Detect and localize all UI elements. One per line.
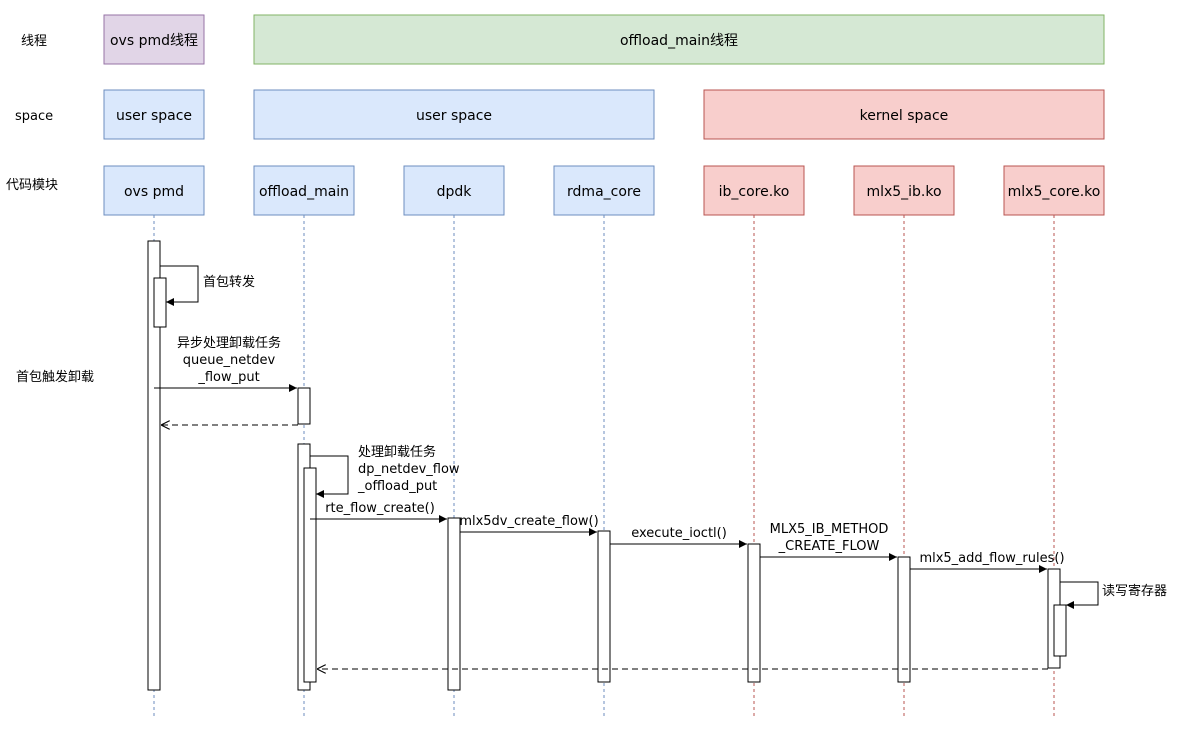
- space-box-kernel: kernel space: [703, 89, 1105, 140]
- activation-ovs-pmd: [147, 240, 161, 691]
- msg-add-flow-rules: mlx5_add_flow_rules(): [919, 551, 1064, 566]
- module-box-dpdk: dpdk: [403, 165, 505, 216]
- activation-mlx5-ib: [897, 556, 911, 683]
- module-label-ib-core: ib_core.ko: [719, 184, 790, 200]
- module-box-offload-main: offload_main: [253, 165, 355, 216]
- activation-rdma-core: [597, 530, 611, 683]
- msg-execute-ioctl: execute_ioctl(): [631, 526, 727, 541]
- row-label-thread: 线程: [21, 34, 47, 49]
- msg-process-task: 处理卸载任务: [358, 444, 436, 460]
- msg-ib-method-line2: _CREATE_FLOW: [778, 539, 880, 554]
- space-label-user: user space: [416, 108, 492, 124]
- activation-dpdk: [447, 517, 461, 691]
- module-label-mlx5-core: mlx5_core.ko: [1008, 184, 1101, 200]
- module-label-rdma-core: rdma_core: [567, 184, 641, 200]
- activation-mlx5-core-nested: [1053, 604, 1067, 657]
- msg-first-packet-forward: 首包转发: [203, 274, 255, 290]
- activation-ovs-pmd-nested: [153, 277, 167, 328]
- space-box-pmd-user: user space: [103, 89, 205, 140]
- self-call-process-task: [310, 455, 349, 498]
- msg-mlx5dv-create-flow: mlx5dv_create_flow(): [459, 514, 598, 529]
- row-label-space: space: [15, 109, 53, 124]
- msg-rw-registers: 读写寄存器: [1102, 583, 1167, 599]
- module-box-mlx5-ib: mlx5_ib.ko: [853, 165, 955, 216]
- thread-label-pmd: ovs pmd线程: [110, 33, 198, 49]
- space-label-kernel: kernel space: [860, 108, 949, 124]
- self-call-rw-registers: [1060, 581, 1099, 609]
- msg-rte-flow-create: rte_flow_create(): [325, 501, 435, 516]
- module-label-mlx5-ib: mlx5_ib.ko: [866, 184, 941, 200]
- msg-queue-put-line2: _flow_put: [197, 370, 259, 385]
- module-label-offload-main: offload_main: [259, 184, 349, 200]
- module-label-dpdk: dpdk: [437, 184, 473, 200]
- msg-async-task: 异步处理卸载任务: [177, 335, 281, 351]
- module-box-mlx5-core: mlx5_core.ko: [1003, 165, 1105, 216]
- space-box-user: user space: [253, 89, 655, 140]
- msg-dp-offload-line2: _offload_put: [357, 479, 437, 494]
- row-label-module: 代码模块: [6, 178, 58, 193]
- module-label-ovs-pmd: ovs pmd: [124, 184, 184, 200]
- activation-ib-core: [747, 543, 761, 683]
- row-label-trigger: 首包触发卸载: [16, 369, 94, 385]
- space-label-pmd-user: user space: [116, 108, 192, 124]
- module-box-ovs-pmd: ovs pmd: [103, 165, 205, 216]
- self-call-first-packet-forward: [160, 265, 199, 306]
- thread-label-offload: offload_main线程: [620, 33, 738, 49]
- thread-box-pmd: ovs pmd线程: [103, 14, 205, 65]
- msg-queue-put-line1: queue_netdev: [183, 353, 276, 368]
- msg-ib-method-line1: MLX5_IB_METHOD: [770, 522, 889, 537]
- activation-offload-main-nested: [303, 467, 317, 683]
- msg-dp-offload-line1: dp_netdev_flow: [358, 462, 460, 477]
- activation-offload-main-queue: [297, 387, 311, 425]
- module-box-ib-core: ib_core.ko: [703, 165, 805, 216]
- thread-box-offload: offload_main线程: [253, 14, 1105, 65]
- module-box-rdma-core: rdma_core: [553, 165, 655, 216]
